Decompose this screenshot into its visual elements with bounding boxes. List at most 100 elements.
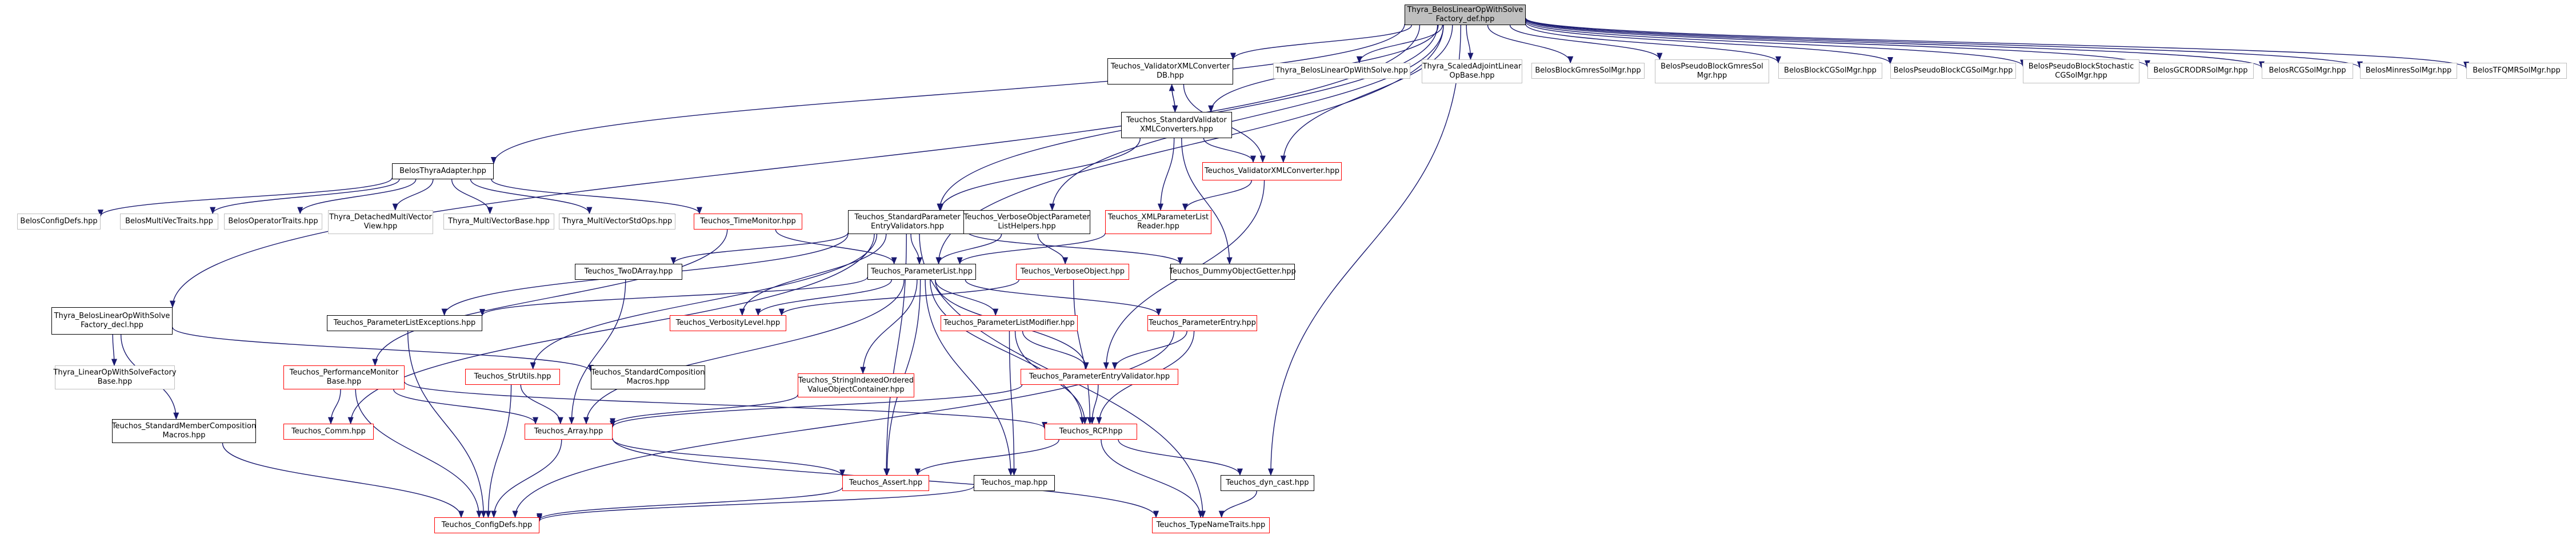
edge-rcp-to-dyn-cast bbox=[1118, 439, 1243, 476]
graph-node-param-entry-validator[interactable]: Teuchos_ParameterEntryValidator.hpp bbox=[1021, 369, 1178, 385]
graph-node-string-indexed[interactable]: Teuchos_StringIndexedOrdered ValueObject… bbox=[798, 373, 914, 397]
edge-root-to-tfqmr bbox=[1525, 18, 2469, 69]
edge-time-monitor-to-perf-monitor bbox=[372, 229, 728, 367]
graph-node-map[interactable]: Teuchos_map.hpp bbox=[974, 475, 1055, 491]
graph-node-lows-factory-decl[interactable]: Thyra_BelosLinearOpWithSolve Factory_dec… bbox=[51, 307, 173, 335]
edge-verbose-obj-to-verbosity-level bbox=[778, 279, 1019, 316]
graph-node-str-utils[interactable]: Teuchos_StrUtils.hpp bbox=[465, 369, 560, 385]
edge-param-entry-validator-to-rcp bbox=[1089, 384, 1099, 425]
graph-node-pseudo-stoch[interactable]: BelosPseudoBlockStochastic CGSolMgr.hpp bbox=[2023, 59, 2139, 83]
edge-param-list-to-pl-modifier bbox=[935, 279, 999, 316]
edge-validator-xml-to-xml-pl-reader bbox=[1182, 180, 1252, 211]
graph-node-belos-lows[interactable]: Thyra_BelosLinearOpWithSolve.hpp bbox=[1273, 63, 1410, 79]
edge-lows-factory-decl-to-std-composition bbox=[172, 327, 594, 372]
edge-perf-monitor-to-configdefs bbox=[355, 389, 482, 518]
edge-std-param-validators-to-str-utils bbox=[530, 234, 878, 370]
graph-node-pl-exceptions[interactable]: Teuchos_ParameterListExceptions.hpp bbox=[327, 315, 482, 331]
edge-rcp-to-typename-traits bbox=[1101, 439, 1204, 518]
graph-node-minres[interactable]: BelosMinresSolMgr.hpp bbox=[2360, 63, 2457, 79]
edge-str-utils-to-array bbox=[520, 384, 563, 425]
graph-node-dyn-cast[interactable]: Teuchos_dyn_cast.hpp bbox=[1221, 475, 1314, 491]
edge-belos-thyra-to-time-monitor bbox=[491, 179, 702, 215]
edge-std-param-validators-to-param-list bbox=[910, 234, 923, 265]
graph-node-verbose-obj-helpers[interactable]: Teuchos_VerboseObjectParameter ListHelpe… bbox=[963, 210, 1090, 234]
graph-node-pl-modifier[interactable]: Teuchos_ParameterListModifier.hpp bbox=[941, 315, 1078, 331]
graph-node-rcp[interactable]: Teuchos_RCP.hpp bbox=[1045, 424, 1137, 440]
graph-node-detached-mv[interactable]: Thyra_DetachedMultiVector View.hpp bbox=[328, 210, 433, 234]
graph-node-root[interactable]: Thyra_BelosLinearOpWithSolve Factory_def… bbox=[1405, 5, 1526, 25]
edge-pl-modifier-to-param-entry-validator bbox=[1022, 331, 1089, 370]
graph-node-mv-stdops[interactable]: Thyra_MultiVectorStdOps.hpp bbox=[559, 214, 675, 230]
edge-root-to-belos-thyra bbox=[491, 24, 1405, 164]
edge-param-entry-to-param-entry-validator bbox=[1111, 331, 1187, 370]
graph-node-block-cg[interactable]: BelosBlockCGSolMgr.hpp bbox=[1778, 63, 1882, 79]
graph-node-assert[interactable]: Teuchos_Assert.hpp bbox=[842, 475, 929, 491]
graph-node-typename-traits[interactable]: Teuchos_TypeNameTraits.hpp bbox=[1152, 517, 1270, 533]
edge-root-to-pseudo-gmres bbox=[1509, 25, 1663, 61]
graph-node-block-gmres[interactable]: BelosBlockGmresSolMgr.hpp bbox=[1531, 63, 1645, 79]
edge-std-member-composition-to-configdefs bbox=[222, 443, 464, 518]
graph-node-std-composition[interactable]: Teuchos_StandardComposition Macros.hpp bbox=[591, 365, 705, 389]
edge-std-validator-xml-to-validator-xml-db bbox=[1169, 83, 1176, 112]
edge-assert-to-configdefs bbox=[537, 487, 843, 521]
edge-root-to-validator-xml bbox=[1280, 25, 1453, 163]
edge-std-validator-xml-to-xml-pl-reader bbox=[1157, 138, 1175, 211]
graph-node-mv-base[interactable]: Thyra_MultiVectorBase.hpp bbox=[443, 214, 554, 230]
edge-dyn-cast-to-typename-traits bbox=[1218, 490, 1257, 518]
edge-std-validator-xml-to-dummy-getter bbox=[1181, 138, 1233, 265]
graph-node-xml-pl-reader[interactable]: Teuchos_XMLParameterList Reader.hpp bbox=[1105, 210, 1211, 234]
graph-node-pseudo-gmres[interactable]: BelosPseudoBlockGmresSol Mgr.hpp bbox=[1655, 59, 1769, 83]
edge-root-to-gcrodr bbox=[1525, 19, 2150, 68]
edge-root-to-scaled-adjoint bbox=[1466, 25, 1474, 61]
graph-node-belos-optraits[interactable]: BelosOperatorTraits.hpp bbox=[224, 214, 322, 230]
edge-time-monitor-to-param-list bbox=[775, 229, 897, 265]
graph-node-std-param-validators[interactable]: Teuchos_StandardParameter EntryValidator… bbox=[848, 210, 967, 234]
graph-node-comm[interactable]: Teuchos_Comm.hpp bbox=[283, 424, 374, 440]
graph-node-rcg[interactable]: BelosRCGSolMgr.hpp bbox=[2262, 63, 2353, 79]
edge-param-list-to-param-entry bbox=[965, 279, 1162, 316]
edge-belos-thyra-to-belos-configdefs bbox=[98, 178, 393, 217]
edge-verbose-obj-to-rcp bbox=[1073, 279, 1093, 425]
edge-param-entry-to-configdefs bbox=[512, 331, 1175, 518]
edge-perf-monitor-to-rcp bbox=[404, 381, 1047, 429]
graph-node-scaled-adjoint[interactable]: Thyra_ScaledAdjointLinear OpBase.hpp bbox=[1422, 59, 1522, 83]
graph-node-two-d-array[interactable]: Teuchos_TwoDArray.hpp bbox=[575, 264, 682, 280]
edge-root-to-dyn-cast bbox=[1267, 25, 1462, 476]
graph-node-belos-mvtraits[interactable]: BelosMultiVecTraits.hpp bbox=[120, 214, 218, 230]
edge-root-to-lows-factory-decl bbox=[170, 25, 1421, 308]
edge-std-validator-xml-to-std-param-validators bbox=[938, 138, 1141, 211]
edge-verbose-obj-helpers-to-verbose-obj bbox=[1037, 234, 1069, 265]
graph-node-tfqmr[interactable]: BelosTFQMRSolMgr.hpp bbox=[2466, 63, 2567, 79]
graph-node-belos-configdefs[interactable]: BelosConfigDefs.hpp bbox=[17, 214, 101, 230]
edge-map-to-configdefs bbox=[537, 486, 974, 522]
edge-std-param-validators-to-dummy-getter bbox=[966, 231, 1183, 265]
graph-node-verbosity-level[interactable]: Teuchos_VerbosityLevel.hpp bbox=[670, 315, 786, 331]
graph-node-gcrodr[interactable]: BelosGCRODRSolMgr.hpp bbox=[2147, 63, 2254, 79]
graph-node-belos-thyra[interactable]: BelosThyraAdapter.hpp bbox=[392, 163, 494, 179]
graph-node-dummy-getter[interactable]: Teuchos_DummyObjectGetter.hpp bbox=[1169, 264, 1296, 280]
graph-node-validator-xml-db[interactable]: Teuchos_ValidatorXMLConverter DB.hpp bbox=[1107, 58, 1233, 85]
graph-node-lows-factory-base[interactable]: Thyra_LinearOpWithSolveFactory Base.hpp bbox=[53, 365, 177, 389]
edge-array-to-configdefs bbox=[491, 439, 562, 518]
graph-node-time-monitor[interactable]: Teuchos_TimeMonitor.hpp bbox=[694, 214, 802, 230]
graph-node-pseudo-cg[interactable]: BelosPseudoBlockCGSolMgr.hpp bbox=[1890, 63, 2016, 79]
edge-string-indexed-to-array bbox=[610, 395, 798, 425]
edge-verbose-obj-helpers-to-param-list bbox=[935, 234, 1002, 265]
edge-root-to-minres bbox=[1525, 18, 2363, 69]
graph-node-validator-xml[interactable]: Teuchos_ValidatorXMLConverter.hpp bbox=[1202, 162, 1342, 180]
edge-root-to-verbose-obj-helpers bbox=[1049, 25, 1444, 211]
edge-param-list-to-string-indexed bbox=[860, 279, 918, 375]
graph-node-configdefs[interactable]: Teuchos_ConfigDefs.hpp bbox=[434, 517, 539, 533]
graph-node-std-validator-xml[interactable]: Teuchos_StandardValidator XMLConverters.… bbox=[1121, 112, 1232, 138]
edge-root-to-pseudo-stoch bbox=[1525, 20, 2026, 67]
graph-node-param-list[interactable]: Teuchos_ParameterList.hpp bbox=[867, 264, 976, 280]
edge-pl-exceptions-to-configdefs bbox=[407, 331, 487, 518]
graph-node-std-member-composition[interactable]: Teuchos_StandardMemberComposition Macros… bbox=[112, 419, 256, 443]
edge-param-list-to-pl-exceptions bbox=[479, 277, 868, 316]
edge-root-to-block-gmres bbox=[1487, 25, 1574, 64]
graph-node-perf-monitor[interactable]: Teuchos_PerformanceMonitor Base.hpp bbox=[283, 365, 405, 389]
graph-node-verbose-obj[interactable]: Teuchos_VerboseObject.hpp bbox=[1016, 264, 1129, 280]
graph-node-param-entry[interactable]: Teuchos_ParameterEntry.hpp bbox=[1147, 315, 1257, 331]
graph-node-array[interactable]: Teuchos_Array.hpp bbox=[525, 424, 613, 440]
edge-param-list-to-rcp bbox=[930, 279, 1086, 425]
